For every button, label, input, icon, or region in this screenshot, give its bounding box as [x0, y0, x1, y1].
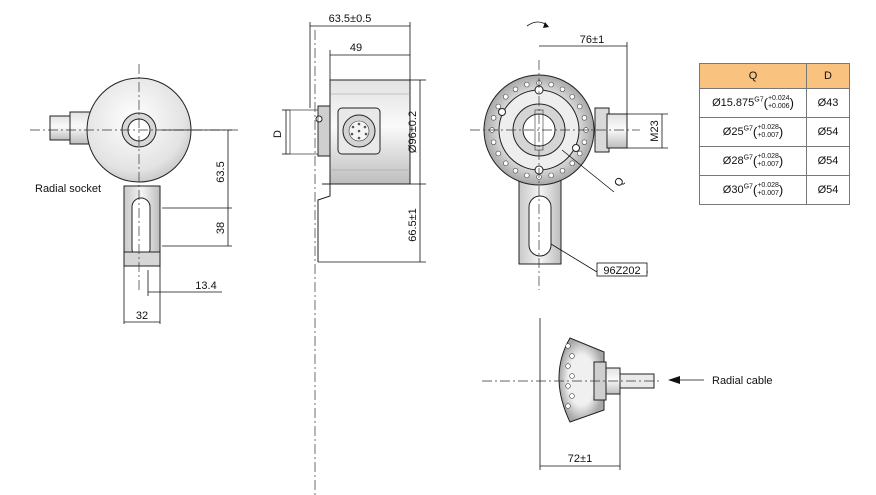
table-row: Ø28G7(+0.028+0.007) Ø54	[699, 146, 850, 176]
fit-class: G7	[754, 96, 764, 104]
tol-lower: +0.006	[767, 103, 790, 110]
radial-cable-arrow-icon	[668, 376, 680, 384]
dim-72: 72±1	[568, 453, 592, 465]
dim-49: 49	[350, 42, 362, 54]
front-view-radial-socket: 63.5 38 13.4 32 Radial socket	[30, 64, 238, 324]
tol-upper: +0.024	[767, 95, 790, 102]
dim-38: 38	[215, 222, 227, 234]
bore-size-table: Q D Ø15.875G7(+0.024+0.006) Ø43 Ø25G7(+0…	[699, 63, 850, 205]
d-value: Ø54	[806, 117, 850, 147]
cable-view-holes	[565, 343, 575, 409]
m23-connector	[606, 113, 628, 149]
dim-q: Q	[612, 175, 627, 189]
table-row: Ø25G7(+0.028+0.007) Ø54	[699, 117, 850, 147]
rear-holes	[489, 80, 589, 180]
fit-class: G7	[743, 183, 753, 191]
connector-body	[49, 115, 73, 141]
bore-value: Ø28	[722, 154, 744, 167]
dim-32: 32	[136, 310, 148, 322]
tol-lower: +0.007	[757, 161, 779, 168]
dim-66-5: 66.5±1	[407, 208, 419, 242]
dim-76: 76±1	[580, 34, 604, 46]
table-row: Ø30G7(+0.028+0.007) Ø54	[699, 175, 850, 205]
dim-d: D	[272, 130, 284, 138]
radial-cable-view: 72±1 Radial cable	[482, 318, 773, 470]
d-value: Ø54	[806, 146, 850, 176]
d-value: Ø43	[806, 88, 850, 118]
table-header-q: Q	[699, 63, 807, 89]
tol-upper: +0.028	[757, 182, 779, 189]
tol-upper: +0.028	[757, 153, 779, 160]
tol-lower: +0.007	[757, 190, 779, 197]
cable-view-disc	[558, 337, 605, 423]
dim-m23: M23	[649, 120, 661, 141]
fit-class: G7	[743, 154, 753, 162]
socket-pins	[350, 122, 368, 140]
dim-96: Ø96±0.2	[407, 111, 419, 153]
bore-value: Ø15.875	[712, 96, 755, 109]
radial-socket-label: Radial socket	[35, 183, 101, 195]
table-header-d: D	[806, 63, 850, 89]
tol-upper: +0.028	[757, 124, 779, 131]
fit-class: G7	[743, 125, 753, 133]
bore-value: Ø30	[722, 183, 744, 196]
clamp-ring	[317, 105, 331, 157]
dim-63-5-tol: 63.5±0.5	[329, 13, 372, 25]
arm-slot	[131, 197, 151, 259]
radial-cable-label: Radial cable	[712, 375, 773, 387]
side-view: 63.5±0.5 49 D Ø96±0.2 66.5±1	[272, 13, 426, 495]
bore-value: Ø25	[722, 125, 744, 138]
rotation-arrow-icon	[543, 22, 549, 28]
d-value: Ø54	[806, 175, 850, 205]
tol-lower: +0.007	[757, 132, 779, 139]
table-row: Ø15.875G7(+0.024+0.006) Ø43	[699, 88, 850, 118]
dim-63-5: 63.5	[215, 161, 227, 182]
dim-13-4: 13.4	[195, 280, 216, 292]
part-number-label: 96Z202	[603, 265, 640, 277]
rear-view: 76±1 M23 Q 96Z202	[470, 21, 668, 290]
